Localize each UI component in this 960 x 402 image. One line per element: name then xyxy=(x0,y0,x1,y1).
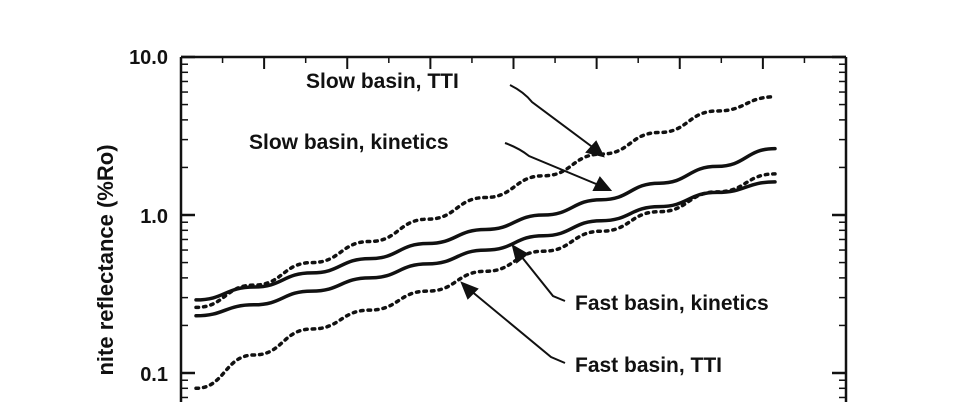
axes xyxy=(179,55,848,402)
series-lines xyxy=(194,95,777,391)
y-axis-label: nite reflectance (%Ro) xyxy=(93,144,118,375)
y-tick-label: 10.0 xyxy=(129,47,168,69)
top-ticks xyxy=(221,57,806,69)
series-line-slow-basin-kinetics xyxy=(194,146,777,302)
series-line-slow-basin-tti xyxy=(194,95,777,310)
series-line-fast-basin-tti xyxy=(194,172,777,391)
arrowhead-icon xyxy=(460,281,479,300)
leader-line xyxy=(509,84,596,150)
leader-line xyxy=(469,289,566,364)
annotation-leaders xyxy=(460,84,613,364)
annotation-fast-basin-kinetics: Fast basin, kinetics xyxy=(575,292,769,315)
arrowhead-icon xyxy=(585,140,605,158)
leader-line xyxy=(520,255,566,302)
major-ticks xyxy=(181,55,846,375)
y-tick-label: 0.1 xyxy=(140,364,168,386)
leader-line xyxy=(504,142,602,187)
arrowhead-icon xyxy=(511,243,529,264)
annotation-slow-basin-kinetics: Slow basin, kinetics xyxy=(249,131,449,154)
annotation-slow-basin-tti: Slow basin, TTI xyxy=(306,70,459,93)
arrowhead-icon xyxy=(592,176,613,191)
minor-ticks xyxy=(181,63,846,399)
annotation-fast-basin-tti: Fast basin, TTI xyxy=(575,354,722,377)
y-tick-label: 1.0 xyxy=(140,206,168,228)
series-line-fast-basin-kinetics xyxy=(194,180,777,318)
